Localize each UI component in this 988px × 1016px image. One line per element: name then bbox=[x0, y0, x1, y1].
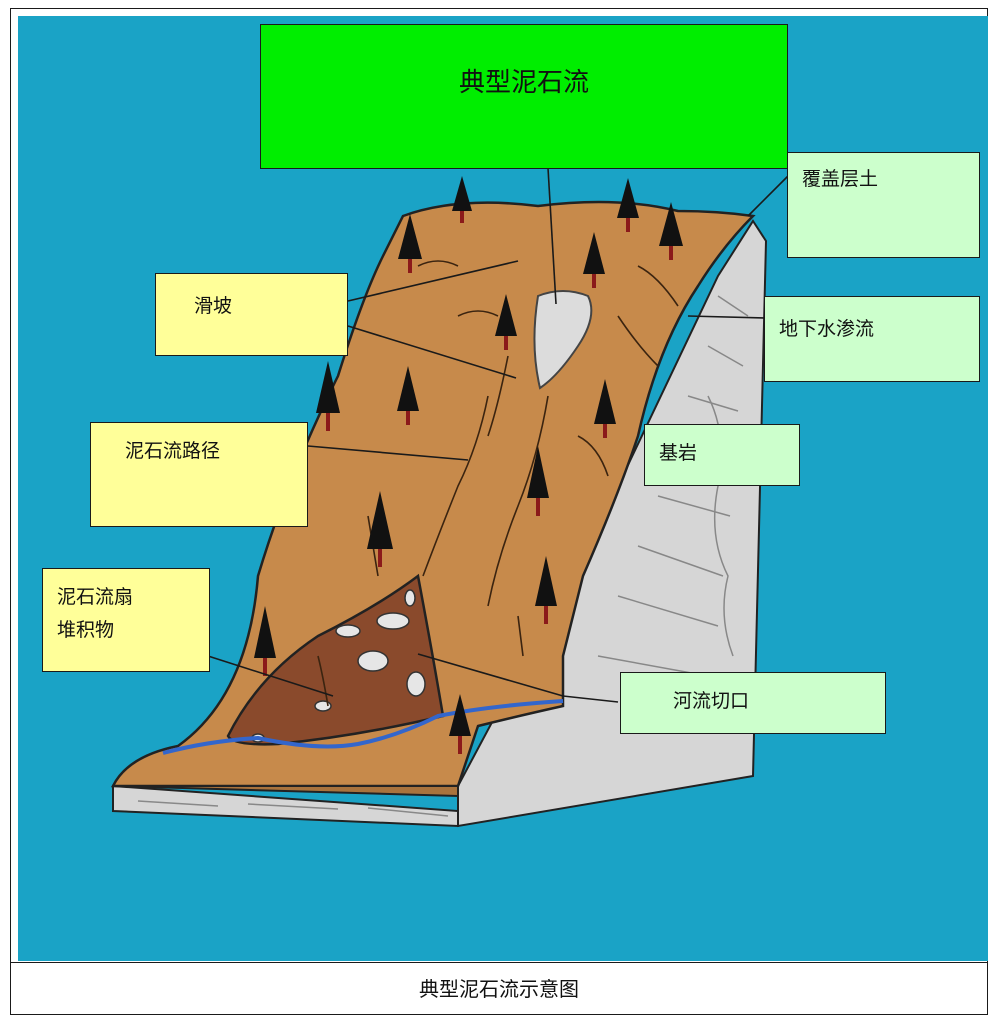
leader-lines bbox=[207, 167, 789, 703]
boulders bbox=[251, 589, 426, 743]
label-groundwater: 地下水渗流 bbox=[764, 296, 980, 382]
label-bedrock-text: 基岩 bbox=[659, 442, 698, 464]
label-bedrock: 基岩 bbox=[644, 424, 800, 486]
title-box: 典型泥石流 bbox=[260, 24, 788, 169]
soil-front-edge bbox=[112, 785, 459, 798]
label-groundwater-text: 地下水渗流 bbox=[779, 318, 875, 340]
label-fan: 泥石流扇 堆积物 bbox=[42, 568, 210, 672]
slope-texture bbox=[317, 260, 679, 707]
label-path-text: 泥石流路径 bbox=[125, 440, 221, 462]
diagram-title: 典型泥石流 bbox=[458, 68, 589, 98]
river bbox=[162, 699, 564, 755]
label-overburden: 覆盖层土 bbox=[787, 152, 980, 258]
figure-caption: 典型泥石流示意图 bbox=[10, 962, 988, 1016]
label-landslide-text: 滑坡 bbox=[194, 295, 233, 317]
label-fan-line1: 泥石流扇 bbox=[57, 586, 134, 608]
label-river-cut-text: 河流切口 bbox=[673, 690, 750, 712]
label-landslide: 滑坡 bbox=[155, 273, 348, 356]
label-path: 泥石流路径 bbox=[90, 422, 308, 527]
label-fan-line2: 堆积物 bbox=[57, 619, 115, 642]
label-overburden-text: 覆盖层土 bbox=[802, 168, 879, 190]
trees bbox=[254, 176, 683, 754]
landslide-scar bbox=[533, 290, 593, 390]
label-river-cut: 河流切口 bbox=[620, 672, 886, 734]
